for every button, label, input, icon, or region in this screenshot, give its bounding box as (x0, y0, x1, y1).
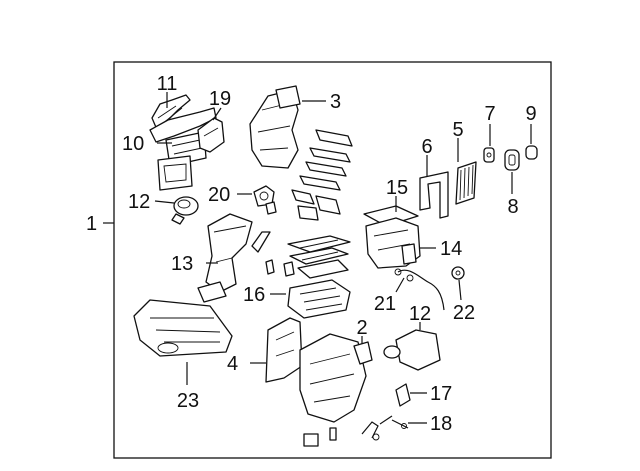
callout-7: 7 (484, 103, 495, 125)
part-23-tray (133, 299, 233, 357)
callout-10: 10 (122, 133, 144, 155)
part-small-bits (303, 415, 393, 447)
part-16-tray (287, 279, 351, 319)
part-7-clip (483, 147, 495, 163)
callout-3: 3 (330, 91, 341, 113)
leader-lines (154, 92, 532, 424)
part-13-duct (197, 213, 295, 303)
part-12-motor-lower (383, 329, 441, 371)
part-6-seal (419, 171, 449, 219)
callout-20: 20 (208, 184, 230, 206)
part-5-heater-core (455, 161, 477, 205)
part-18-rod (391, 419, 409, 429)
part-filter-stack (291, 129, 353, 221)
callout-15: 15 (386, 177, 408, 199)
callout-8: 8 (507, 196, 518, 218)
callout-12-lower: 12 (409, 303, 431, 325)
callout-11: 11 (157, 73, 178, 95)
part-12-motor-upper (171, 196, 199, 225)
callout-17: 17 (430, 383, 452, 405)
callout-13: 13 (171, 253, 193, 275)
callout-9: 9 (525, 103, 536, 125)
callout-16: 16 (243, 284, 265, 306)
part-22-sensor (451, 266, 465, 280)
part-8-grommet (504, 149, 520, 171)
callout-19: 19 (209, 88, 231, 110)
part-10-duct (149, 107, 217, 191)
part-3-housing (249, 85, 301, 169)
part-20-actuator (253, 185, 277, 215)
part-9-grommet (525, 145, 538, 160)
callout-14: 14 (440, 238, 462, 260)
callout-23: 23 (177, 390, 199, 412)
part-21-hose (394, 268, 445, 311)
diagram-frame (113, 61, 552, 459)
callout-22: 22 (453, 302, 475, 324)
callout-4: 4 (227, 353, 238, 375)
callout-6: 6 (421, 136, 432, 158)
part-2-housing (299, 333, 373, 423)
callout-2: 2 (356, 317, 367, 339)
part-14-case (365, 217, 421, 269)
callout-5: 5 (452, 119, 463, 141)
callout-1: 1 (86, 213, 97, 235)
callout-18: 18 (430, 413, 452, 435)
part-17-bracket (395, 383, 411, 407)
callout-21: 21 (374, 293, 396, 315)
callout-12-upper: 12 (128, 191, 150, 213)
part-4-panel (265, 317, 303, 383)
callout-labels: 11 19 3 10 7 9 5 6 8 15 12 20 13 14 16 2… (122, 73, 537, 435)
part-middle-doors (287, 235, 351, 279)
